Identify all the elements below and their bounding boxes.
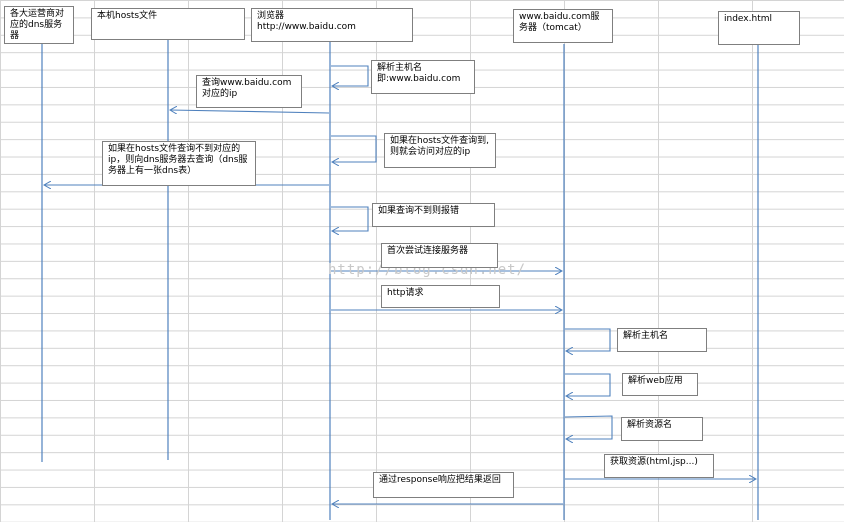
participant-dns: 各大运营商对应的dns服务器 <box>4 6 74 44</box>
message-resolve-host: 解析主机名 即:www.baidu.com <box>371 60 475 94</box>
message-error: 如果查询不到则报错 <box>372 203 495 227</box>
arrow-server-webapp <box>565 373 611 396</box>
message-server-webapp: 解析web应用 <box>622 373 698 396</box>
arrow-hosts-found <box>331 135 377 162</box>
message-get-resource: 获取资源(html,jsp...) <box>604 454 714 478</box>
message-server-resource: 解析资源名 <box>621 417 703 441</box>
participant-index: index.html <box>718 11 800 45</box>
arrow-server-host <box>565 328 611 351</box>
participant-server: www.baidu.com服务器（tomcat） <box>513 9 613 43</box>
participant-browser: 浏览器 http://www.baidu.com <box>251 8 413 42</box>
message-query-dns: 如果在hosts文件查询不到对应的ip，则向dns服务器去查询（dns服务器上有… <box>102 141 256 186</box>
message-query-hosts: 查询www.baidu.com对应的ip <box>196 75 302 108</box>
message-connect: 首次尝试连接服务器 <box>381 243 498 268</box>
message-server-host: 解析主机名 <box>617 328 707 352</box>
arrow-server-resource <box>564 415 613 439</box>
message-http-request: http请求 <box>381 285 500 308</box>
message-hosts-found: 如果在hosts文件查询到, 则就会访问对应的ip <box>384 133 496 168</box>
participant-hosts: 本机hosts文件 <box>91 8 245 40</box>
arrow-error <box>331 206 369 231</box>
message-response: 通过response响应把结果返回 <box>373 472 514 498</box>
arrow-query-hosts <box>170 110 330 113</box>
arrow-resolve-host <box>331 65 369 86</box>
